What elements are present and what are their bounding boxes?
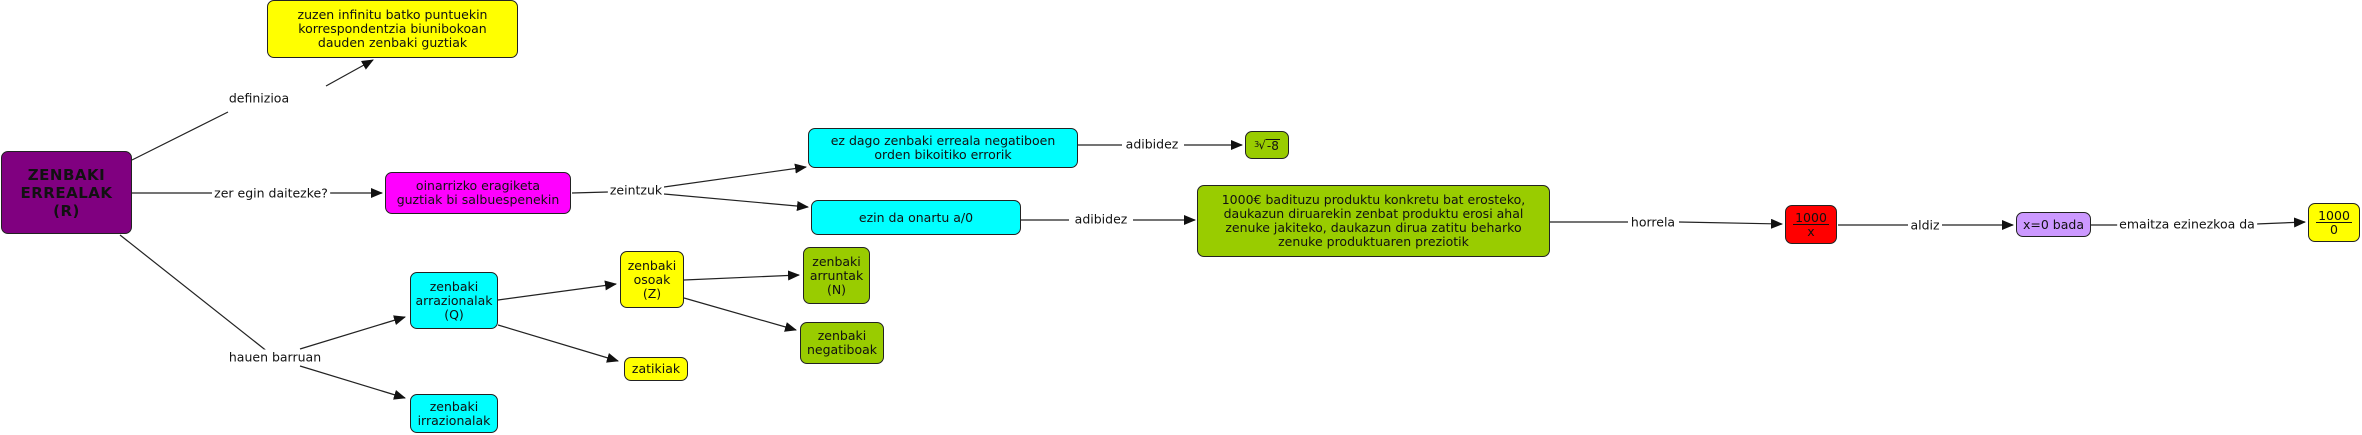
x-zero-label: x=0 bada [2023,216,2084,232]
radicand: -8 [1265,139,1280,153]
negatives-node[interactable]: zenbaki negatiboak [800,322,884,364]
naturals-label: zenbaki arruntak (N) [809,253,864,297]
product-explanation-label: 1000€ badituzu produktu konkretu bat ero… [1221,192,1526,249]
irrationals-label: zenbaki irrazionalak [417,398,491,428]
fraction-x-node[interactable]: 1000 x [1785,205,1837,244]
link-zeintzuk: zeintzuk [607,182,665,198]
fraction-x-numerator: 1000 [1793,210,1829,225]
fraction-x: 1000 x [1793,211,1829,238]
cube-root-example-node[interactable]: 3 √ -8 [1245,131,1289,159]
link-horrela: horrela [1628,214,1678,230]
radical-sign-icon: √ [1258,138,1266,152]
root-label: ZENBAKI ERREALAK (R) [20,165,113,220]
root-node[interactable]: ZENBAKI ERREALAK (R) [1,151,132,234]
operations-label: oinarrizko eragiketa guztiak bi salbuesp… [396,178,560,207]
x-zero-node[interactable]: x=0 bada [2016,212,2091,237]
fraction-zero: 1000 0 [2316,209,2352,236]
definition-label: zuzen infinitu batko puntuekin korrespon… [297,7,488,50]
fraction-x-denominator: x [1807,224,1815,239]
fraction-zero-numerator: 1000 [2316,208,2352,223]
fractions-node[interactable]: zatikiak [624,357,688,381]
exception-division-zero-node[interactable]: ezin da onartu a/0 [811,200,1021,235]
rationals-label: zenbaki arrazionalak (Q) [415,278,493,322]
link-emaitza: emaitza ezinezkoa da [2117,216,2257,232]
irrationals-node[interactable]: zenbaki irrazionalak [410,394,498,433]
integers-node[interactable]: zenbaki osoak (Z) [620,251,684,308]
fraction-zero-denominator: 0 [2330,222,2338,237]
exception-negative-root-label: ez dago zenbaki erreala negatiboen orden… [830,133,1056,162]
exception-negative-root-node[interactable]: ez dago zenbaki erreala negatiboen orden… [808,128,1078,168]
link-adibidez-2: adibidez [1072,211,1130,227]
exception-division-zero-label: ezin da onartu a/0 [858,209,974,225]
naturals-node[interactable]: zenbaki arruntak (N) [803,247,870,304]
cube-root-expression: 3 √ -8 [1254,137,1280,153]
rationals-node[interactable]: zenbaki arrazionalak (Q) [410,272,498,329]
definition-node[interactable]: zuzen infinitu batko puntuekin korrespon… [267,0,518,58]
link-adibidez-1: adibidez [1123,136,1181,152]
fractions-label: zatikiak [631,361,681,376]
product-explanation-node[interactable]: 1000€ badituzu produktu konkretu bat ero… [1197,185,1550,257]
root-index: 3 [1254,140,1260,149]
link-zer-egin: zer egin daitezke? [212,185,330,201]
negatives-label: zenbaki negatiboak [806,328,878,357]
integers-label: zenbaki osoak (Z) [627,257,677,301]
link-definizioa: definizioa [226,90,292,106]
fraction-zero-node[interactable]: 1000 0 [2308,203,2360,242]
link-aldiz: aldiz [1908,217,1942,233]
link-hauen-barruan: hauen barruan [226,349,324,365]
operations-node[interactable]: oinarrizko eragiketa guztiak bi salbuesp… [385,172,571,214]
